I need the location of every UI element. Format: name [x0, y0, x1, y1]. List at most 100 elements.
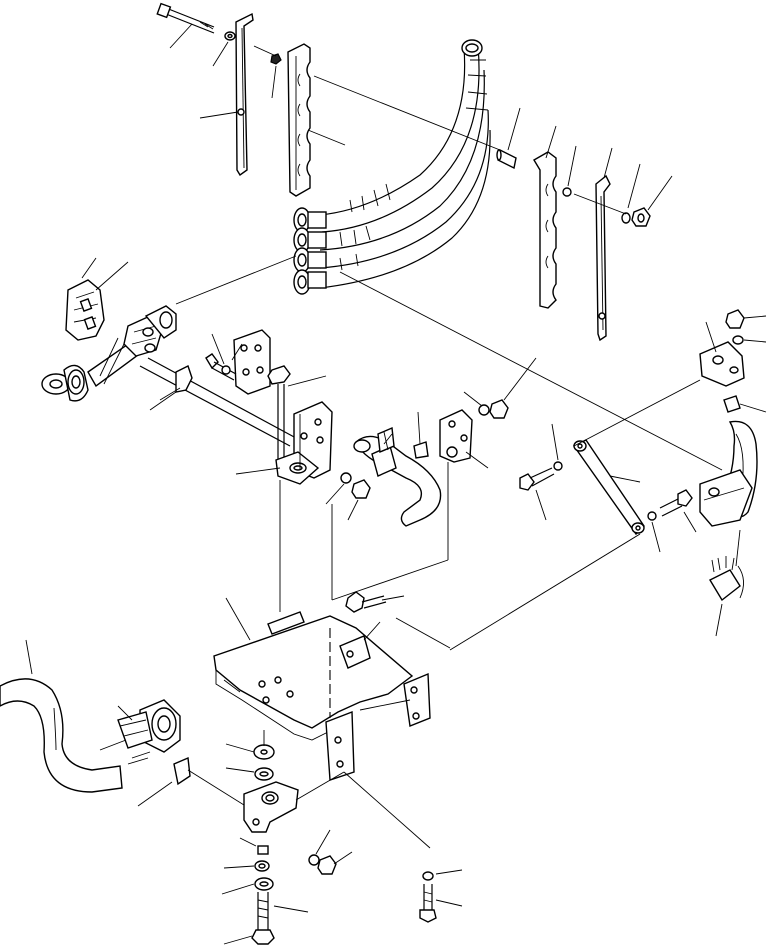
leader-line [223, 935, 253, 945]
leader-line [235, 467, 281, 475]
leader-line [199, 111, 239, 119]
leader-line [99, 739, 127, 751]
leader-line [627, 163, 641, 209]
right-bottom-bolt [419, 871, 437, 923]
right-clamp-block [533, 151, 557, 309]
leader-line [95, 261, 129, 291]
u-bracket [699, 341, 745, 387]
leader-line [449, 533, 641, 651]
right-washer-2 [621, 212, 631, 224]
leader-line [287, 375, 327, 387]
leader-line [395, 617, 451, 649]
leader-line [25, 639, 33, 675]
leader-line [225, 743, 255, 753]
leader-line [739, 403, 767, 413]
leader-line [507, 107, 521, 151]
small-washer-mid [340, 472, 352, 484]
leader-line [647, 175, 673, 211]
link-bar [572, 439, 645, 536]
leader-line [333, 851, 353, 865]
leader-line [381, 595, 405, 601]
leader-line [103, 343, 125, 385]
leader-line [159, 387, 181, 401]
right-bolt-2 [647, 489, 693, 521]
leader-line [81, 257, 97, 279]
pin [496, 148, 517, 170]
valve-assembly [117, 699, 181, 753]
leader-line [573, 193, 627, 215]
leader-line [325, 483, 345, 505]
clamp-bracket [413, 409, 473, 463]
leader-line [503, 357, 537, 401]
large-curved-hose [0, 678, 123, 793]
top-nut-right [725, 309, 745, 345]
connector-plug [709, 556, 744, 602]
right-washer [562, 187, 572, 197]
leader-line [567, 145, 577, 187]
leader-line [331, 559, 449, 601]
washers-stack [253, 744, 275, 891]
tee-fitting [41, 305, 177, 402]
leader-line [683, 511, 697, 533]
top-bolt [345, 591, 387, 613]
left-clamp-plate [235, 12, 254, 177]
leader-line [545, 125, 557, 159]
bottom-bolt [251, 892, 275, 945]
main-bracket-frame [213, 611, 431, 781]
washer [224, 31, 236, 41]
leader-line [307, 129, 346, 146]
right-clamp-plate [595, 174, 611, 342]
leader-line [339, 271, 723, 471]
leader-line [169, 23, 193, 49]
mid-bolt [205, 353, 237, 381]
small-clip-right [723, 395, 741, 413]
leader-line [435, 869, 463, 875]
leader-line [273, 905, 309, 913]
hose-bundle [293, 39, 491, 295]
leader-line [705, 321, 717, 353]
leader-line [175, 255, 297, 305]
leader-line [743, 315, 767, 319]
leader-line [735, 529, 741, 567]
leader-line [212, 41, 229, 67]
leader-line [117, 705, 133, 721]
leader-line [383, 433, 393, 445]
small-nut-left [270, 53, 282, 65]
leader-line [221, 883, 255, 895]
leader-line [417, 411, 421, 445]
leader-line [315, 829, 331, 855]
leader-line [343, 771, 431, 849]
leader-line [463, 391, 483, 407]
leader-line [551, 423, 559, 461]
leader-line [149, 391, 177, 411]
leader-line [651, 521, 661, 553]
leader-line [99, 337, 119, 377]
leader-line [359, 699, 411, 711]
small-clip-left [175, 365, 193, 393]
lower-bracket [243, 781, 299, 833]
mid-bracket [233, 329, 271, 395]
leader-line [435, 899, 463, 907]
small-nut-mid [351, 479, 371, 499]
leader-line [609, 475, 641, 483]
leader-line [363, 621, 381, 641]
leader-line [743, 339, 767, 343]
leader-line [231, 343, 243, 361]
leader-line [137, 781, 173, 807]
right-nut [631, 207, 651, 227]
saddle-bracket [275, 401, 333, 485]
small-clip [127, 751, 191, 786]
leader-line [573, 379, 701, 447]
rod-line [147, 357, 297, 439]
rod-line [139, 365, 291, 447]
leader-line [603, 147, 613, 179]
long-bolt [156, 2, 215, 34]
leader-line [465, 451, 489, 469]
leader-line [225, 597, 251, 641]
leader-line [715, 603, 723, 637]
leader-line [313, 75, 501, 151]
long-bolt-vertical [267, 365, 291, 466]
leader-line [295, 771, 345, 801]
